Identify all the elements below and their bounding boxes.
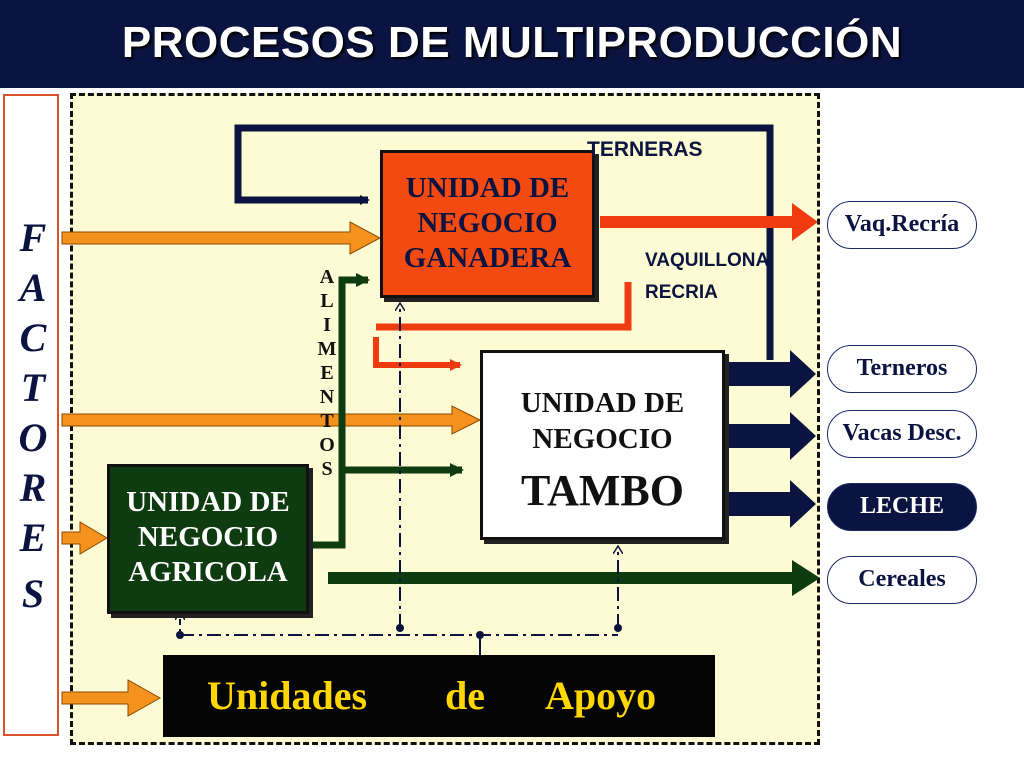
page-title: PROCESOS DE MULTIPRODUCCIÓN bbox=[121, 18, 903, 67]
input-arrow-agricola bbox=[61, 521, 108, 555]
unit-agricola: UNIDAD DE NEGOCIO AGRICOLA bbox=[107, 464, 309, 614]
terneras-flow bbox=[234, 124, 774, 360]
alimentos-letter: O bbox=[319, 434, 335, 456]
unit-tambo: UNIDAD DE NEGOCIO TAMBO bbox=[480, 350, 725, 540]
unit-tambo-line: UNIDAD DE bbox=[520, 387, 685, 419]
unit-agricola-line: AGRICOLA bbox=[128, 556, 288, 588]
output-leche: LECHE bbox=[827, 483, 977, 531]
factores-letter: S bbox=[21, 571, 45, 616]
output-cereales: Cereales bbox=[827, 556, 977, 604]
unit-agricola-line: NEGOCIO bbox=[137, 521, 279, 553]
unit-tambo-title: TAMBO bbox=[521, 466, 684, 515]
alimentos-letter: A bbox=[319, 266, 335, 288]
unit-ganadera-line: NEGOCIO bbox=[417, 207, 558, 239]
factores-box: F A C T O R E S bbox=[3, 94, 59, 736]
support-node bbox=[476, 631, 484, 639]
label-recria: RECRIA bbox=[645, 282, 718, 303]
label-terneras: TERNERAS bbox=[587, 138, 703, 161]
alimentos-letter: S bbox=[321, 458, 333, 480]
title-bar bbox=[0, 0, 1024, 88]
factores-letter: A bbox=[19, 265, 47, 310]
support-node bbox=[176, 631, 184, 639]
output-arrow-vaq-recria bbox=[600, 203, 818, 241]
output-arrow-cereales bbox=[328, 560, 820, 596]
support-node bbox=[614, 624, 622, 632]
unit-apoyo: Unidades de Apoyo bbox=[163, 655, 715, 737]
unit-agricola-line: UNIDAD DE bbox=[126, 486, 290, 518]
factores-letter: R bbox=[19, 465, 47, 510]
unit-ganadera-line: UNIDAD DE bbox=[405, 172, 570, 204]
apoyo-word: Unidades bbox=[207, 673, 368, 718]
alimentos-letter: L bbox=[320, 290, 334, 312]
unit-ganadera-line: GANADERA bbox=[403, 242, 572, 274]
factores-letter: F bbox=[19, 215, 47, 260]
factores-letter: E bbox=[19, 515, 47, 560]
alimentos-letter: M bbox=[317, 338, 337, 360]
output-vacas-desc: Vacas Desc. bbox=[827, 410, 977, 458]
output-terneros: Terneros bbox=[827, 345, 977, 393]
alimentos-letter: T bbox=[320, 410, 334, 432]
alimentos-letter: N bbox=[319, 386, 335, 408]
vaquillona-flow bbox=[376, 282, 632, 331]
output-arrow-leche bbox=[722, 480, 816, 528]
factores-letter: O bbox=[18, 415, 48, 460]
input-arrow-ganadera bbox=[61, 221, 382, 255]
apoyo-word: Apoyo bbox=[545, 673, 657, 718]
output-arrow-terneros bbox=[722, 350, 816, 398]
apoyo-word: de bbox=[445, 673, 485, 718]
label-alimentos: A L I M E N T O S bbox=[314, 265, 340, 481]
output-arrow-vacas-desc bbox=[722, 412, 816, 460]
unit-ganadera: UNIDAD DE NEGOCIO GANADERA bbox=[380, 150, 595, 298]
unit-tambo-line: NEGOCIO bbox=[532, 423, 673, 455]
factores-letter: C bbox=[19, 315, 47, 360]
output-vaq-recria: Vaq.Recría bbox=[827, 201, 977, 249]
support-node bbox=[396, 624, 404, 632]
alimentos-flow bbox=[312, 273, 370, 549]
factores-letter: T bbox=[20, 365, 46, 410]
input-arrow-tambo bbox=[61, 405, 482, 435]
input-arrow-apoyo bbox=[61, 679, 162, 717]
vaquillona-flow-to-tambo bbox=[373, 337, 462, 371]
label-vaquillona: VAQUILLONA bbox=[645, 250, 770, 271]
alimentos-letter: E bbox=[320, 362, 334, 384]
alimentos-letter: I bbox=[323, 314, 331, 336]
